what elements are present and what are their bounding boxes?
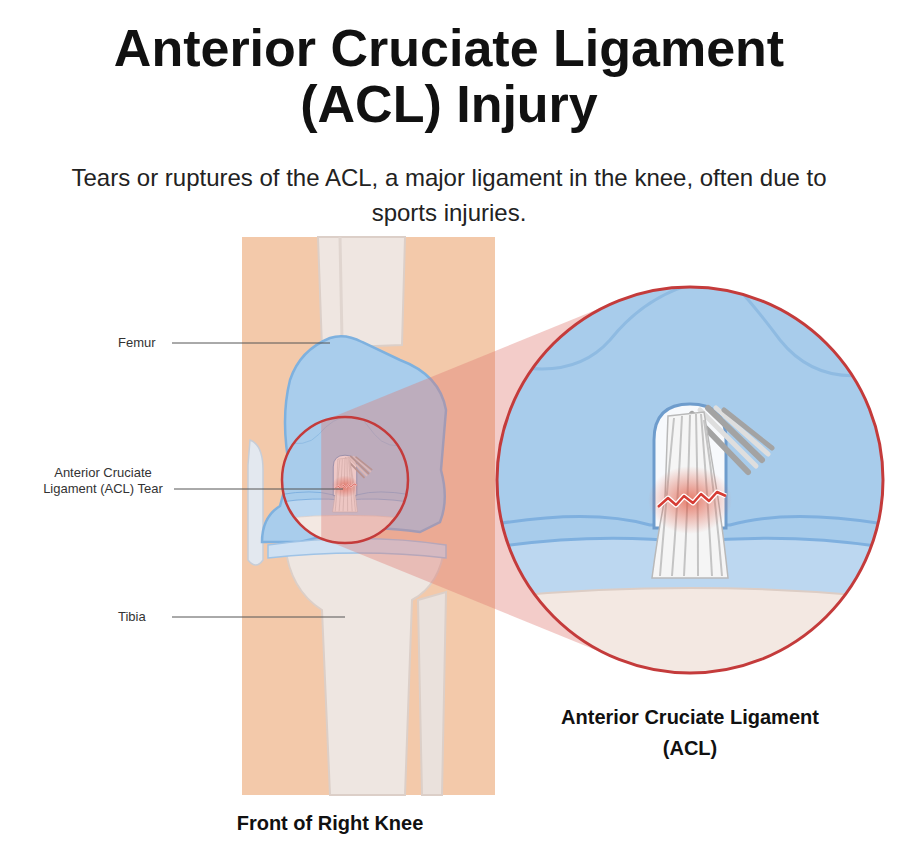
part-label: Anterior Cruciate Ligament (ACL) Tear	[36, 465, 170, 497]
leader-line	[172, 343, 330, 344]
diagram-caption: Tears or ruptures of the ACL, a major li…	[69, 160, 829, 230]
leader-line	[172, 617, 345, 618]
zoom-content	[490, 280, 890, 680]
fibula-bone	[418, 592, 446, 795]
zoom-label: Anterior Cruciate Ligament (ACL)	[540, 702, 840, 764]
leader-line	[174, 489, 343, 490]
view-label: Front of Right Knee	[200, 810, 460, 836]
collateral-ligament	[248, 440, 263, 565]
part-label: Femur	[118, 335, 156, 351]
zoom-circle	[282, 417, 408, 543]
femur-shading	[340, 237, 342, 340]
tibia-bone	[285, 545, 445, 795]
diagram-title: Anterior Cruciate Ligament (ACL) Injury	[99, 20, 799, 132]
zoom-circle	[497, 287, 883, 673]
leader-lines	[172, 343, 345, 617]
part-label: Tibia	[118, 609, 146, 625]
large-zoom	[490, 280, 890, 680]
femur-shaft	[318, 237, 405, 348]
